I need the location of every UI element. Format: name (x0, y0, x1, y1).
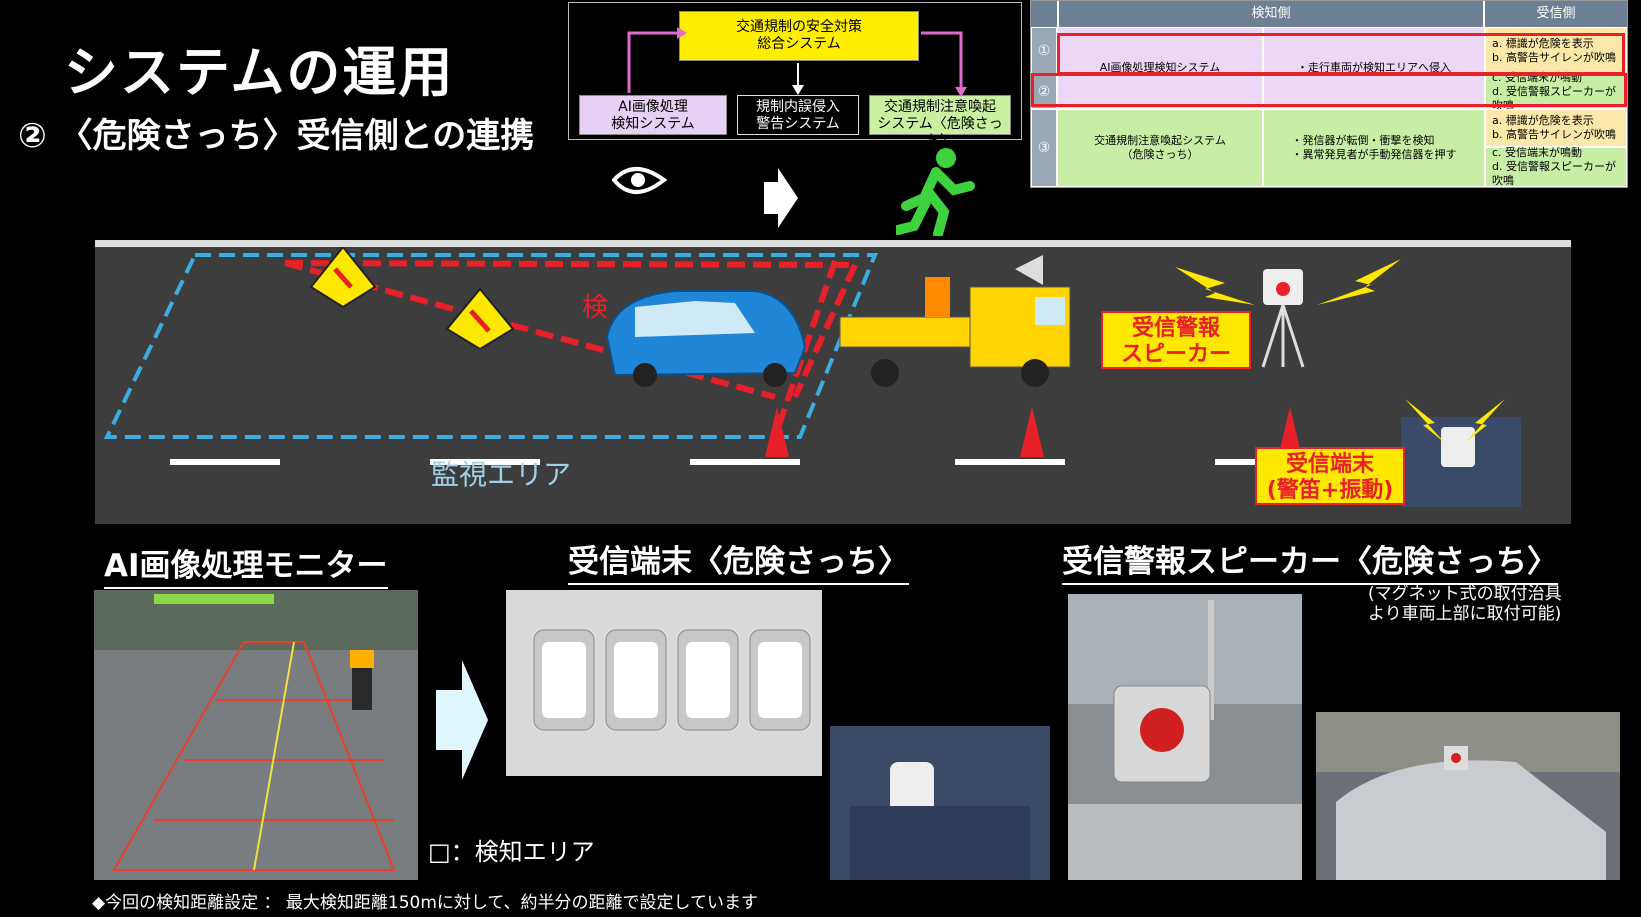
blue-car (605, 290, 807, 387)
row-number-1: ① (1031, 27, 1057, 75)
road-illustration: 監視エリア 検 受信警報 スピーカー 受信端末 (警笛+振動) (95, 240, 1571, 524)
speaker-callout: 受信警報 スピーカー (1101, 311, 1251, 369)
monitor-area-label: 監視エリア (431, 458, 572, 491)
row3-system: 交通規制注意喚起システム （危険さっち） (1057, 109, 1263, 187)
eye-icon (612, 167, 668, 194)
header-detect: 検知側 (1059, 1, 1483, 27)
page-title: システムの運用 (64, 41, 455, 104)
flow-arrows (627, 27, 967, 97)
traffic-cones (765, 407, 1302, 457)
heading-terminal: 受信端末〈危険さっち〉 (568, 536, 909, 585)
warning-sign-2 (445, 287, 515, 351)
row3-receive-cd: c. 受信端末が鳴動 d. 受信警報スピーカーが吹鳴 (1485, 146, 1627, 187)
legend-detect-area: □：検知エリア (428, 832, 595, 867)
warning-sign-1 (309, 247, 377, 309)
row1-trigger: ・走行車両が検知エリアへ侵入 (1263, 27, 1485, 109)
page-subtitle: ② 〈危険さっち〉受信側との連携 (18, 116, 535, 156)
row3-receive-ab: a. 標識が危険を表示 b. 高警告サイレンが吹鳴 (1485, 109, 1627, 147)
header-blank (1031, 1, 1057, 27)
flow-total-system-label: 交通規制の安全対策 総合システム (736, 19, 862, 52)
running-person-icon (896, 148, 975, 236)
detect-text: 検 (582, 293, 609, 323)
speaker-closeup-photo (1068, 594, 1302, 880)
highlight-row-2 (1031, 73, 1627, 107)
heading-speaker: 受信警報スピーカー〈危険さっち〉 (1062, 536, 1558, 585)
row-number-3: ③ (1031, 109, 1057, 187)
highlight-row-1 (1057, 33, 1625, 75)
flow-intrusion-system: 規制内誤侵入 警告システム (737, 95, 859, 135)
header-receive: 受信側 (1485, 1, 1627, 27)
terminal-photo (506, 590, 822, 776)
legend-label: □：検知エリア (428, 838, 595, 866)
terminal-callout: 受信端末 (警笛+振動) (1255, 447, 1405, 505)
yellow-truck (839, 255, 1071, 387)
speaker-note: (マグネット式の取付治具 より車両上部に取付可能) (1368, 584, 1562, 624)
flow-ai-system-label: AI画像処理 検知システム (611, 99, 695, 132)
worker-terminal (1401, 399, 1521, 507)
flow-warning-system: 交通規制注意喚起 システム〈危険さっち〉 (869, 95, 1011, 149)
right-arrow-large-icon (436, 660, 488, 780)
row1-system: AI画像処理検知システム (1057, 27, 1263, 109)
flow-warning-system-label: 交通規制注意喚起 システム〈危険さっち〉 (877, 99, 1003, 149)
worker-pocket-photo (830, 726, 1050, 880)
right-arrow-icon (764, 168, 798, 228)
heading-monitor: AI画像処理モニター (104, 540, 388, 589)
flow-ai-system: AI画像処理 検知システム (579, 95, 727, 135)
road-scene (103, 247, 1521, 507)
car-roof-speaker-photo (1316, 712, 1620, 880)
ai-monitor-photo (94, 590, 418, 880)
detection-table: 検知側 受信側 ① ② ③ AI画像処理検知システム ・走行車両が検知エリアへ侵… (1030, 0, 1628, 188)
flow-total-system: 交通規制の安全対策 総合システム (679, 11, 919, 61)
footnote: ◆今回の検知距離設定 ： 最大検知距離150mに対して、約半分の距離で設定してい… (92, 893, 759, 913)
speaker-tripod (1175, 259, 1401, 368)
row3-trigger: ・発信器が転倒・衝撃を検知 ・異常発見者が手動発信器を押す (1263, 109, 1485, 187)
system-flow-diagram: 交通規制の安全対策 総合システム AI画像処理 検知システム 規制内誤侵入 警告… (568, 2, 1022, 149)
flow-intrusion-system-label: 規制内誤侵入 警告システム (756, 99, 840, 132)
